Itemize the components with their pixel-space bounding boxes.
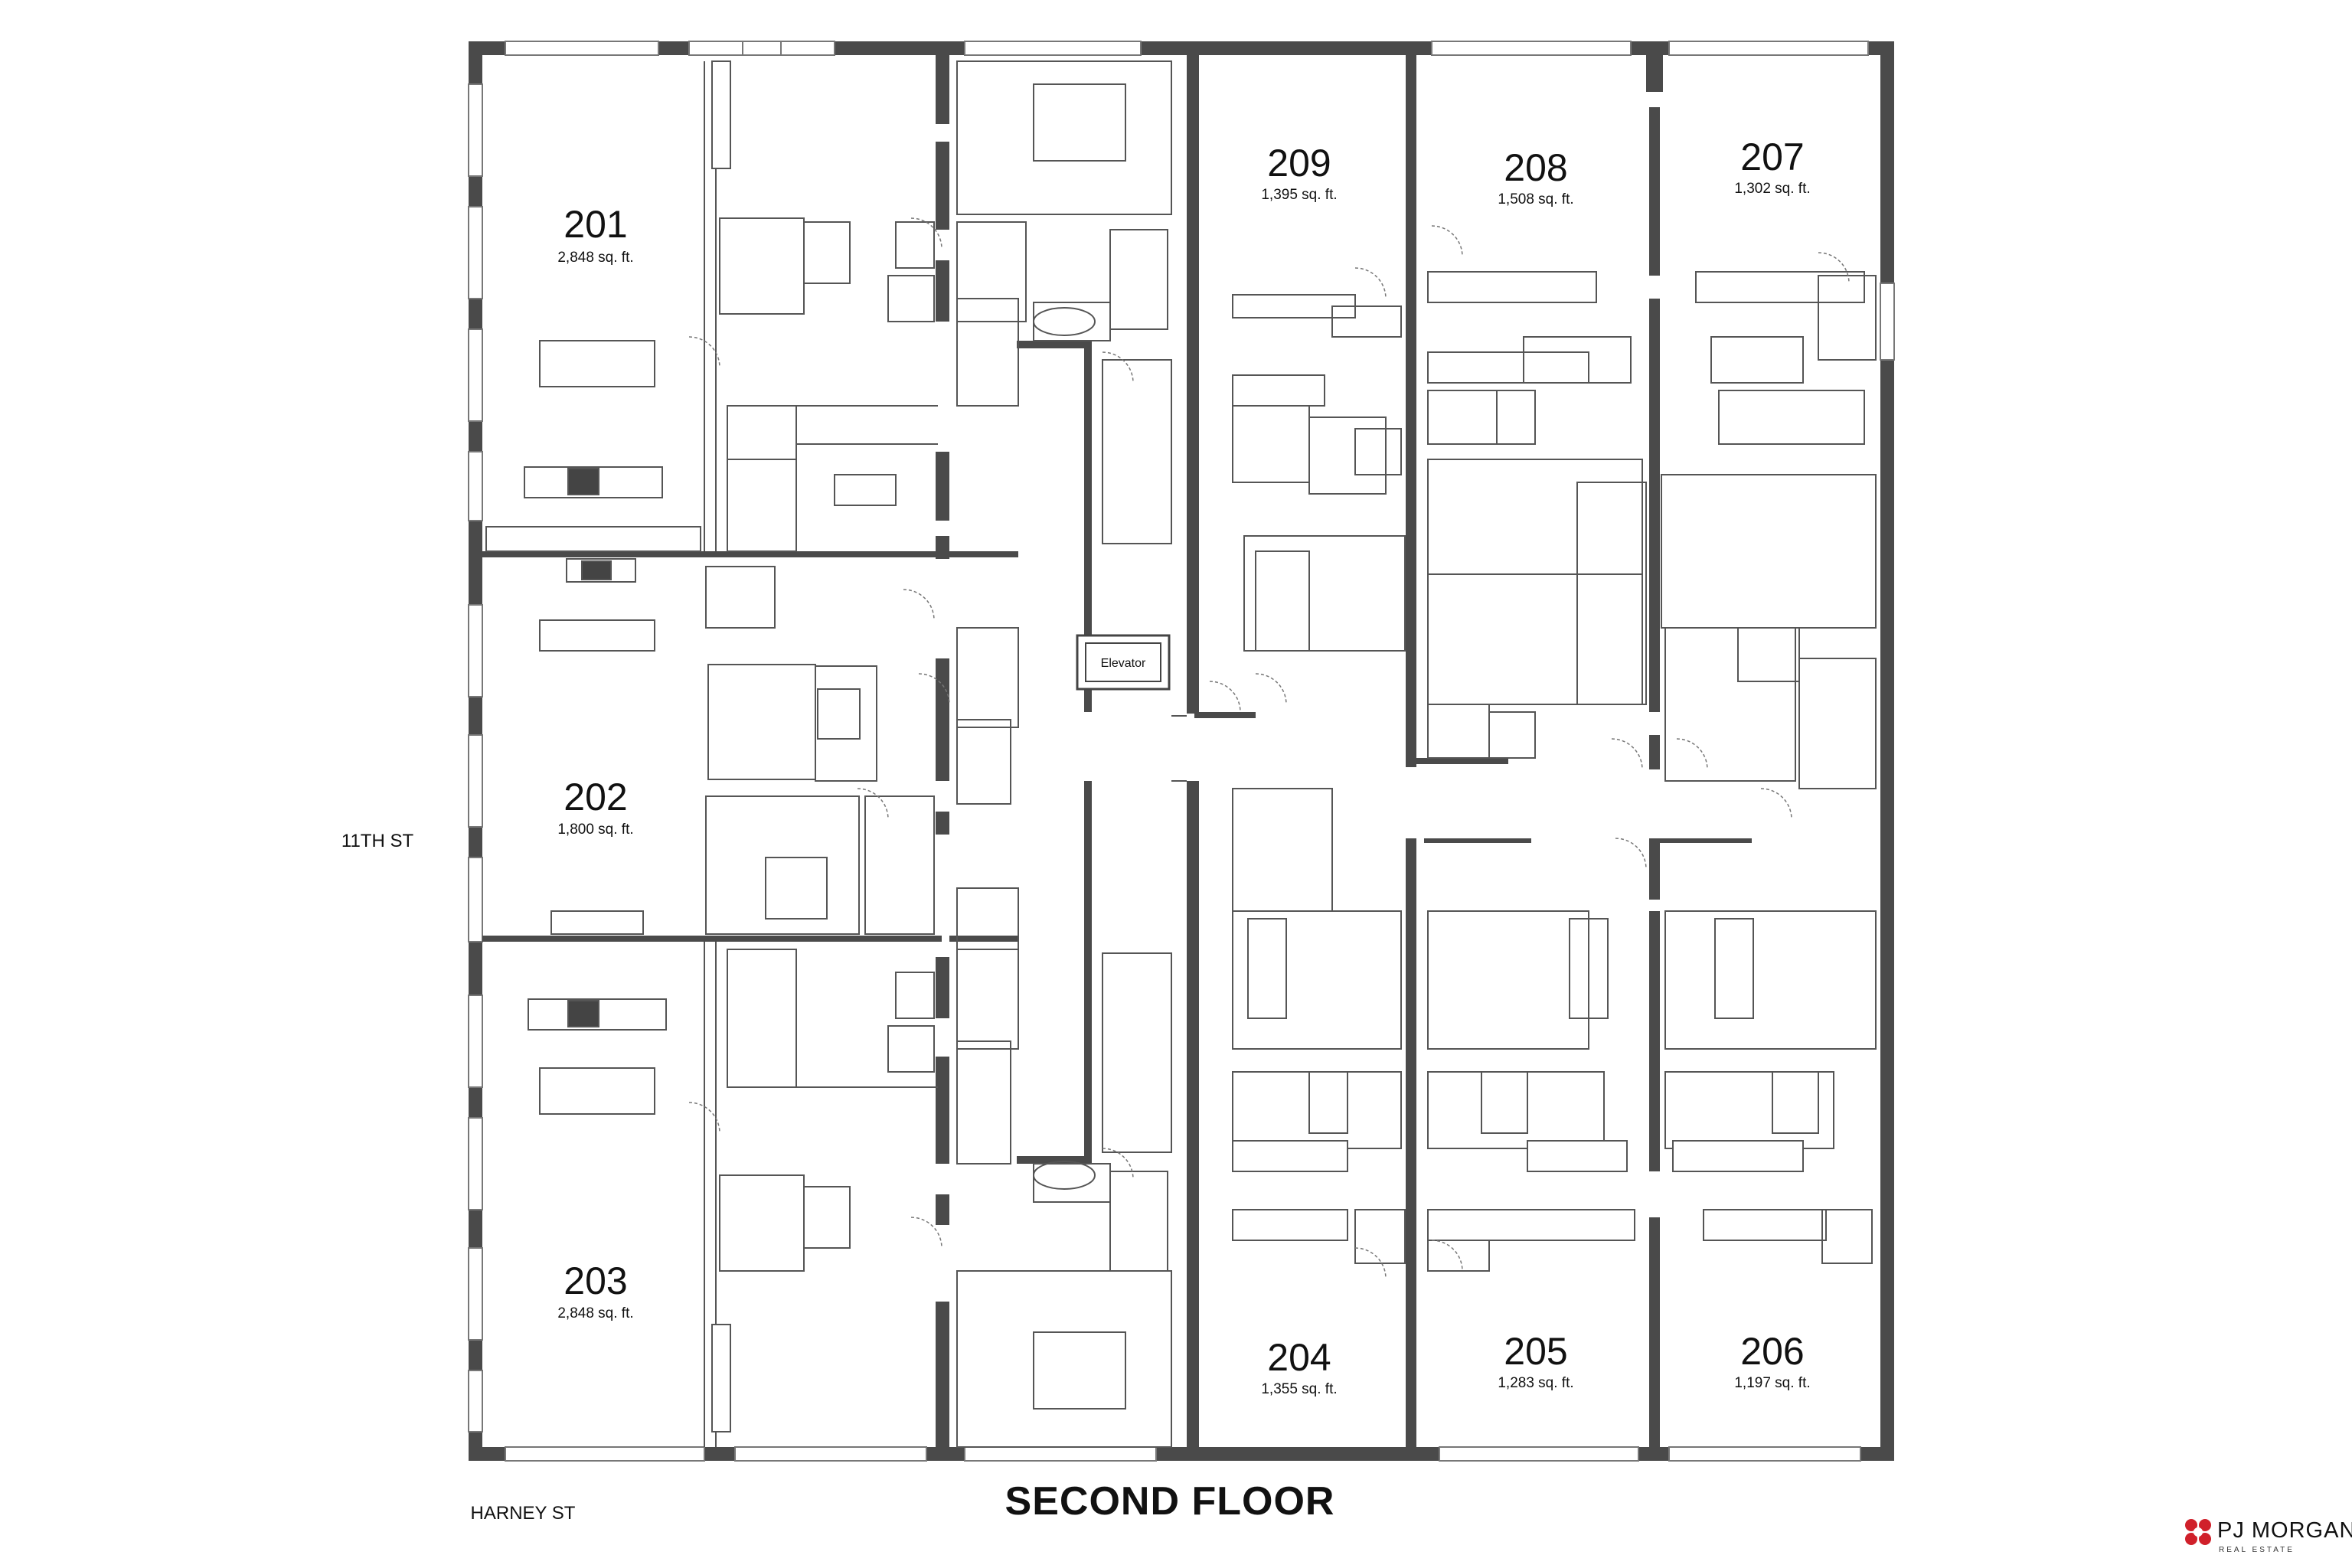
unit-208-area: 1,508 sq. ft. — [1498, 191, 1573, 207]
unit-209-number: 209 — [1267, 142, 1331, 185]
brand-logo: PJ MORGAN REAL ESTATE — [2185, 1518, 2352, 1554]
unit-206-number: 206 — [1740, 1330, 1804, 1373]
unit-207-number: 207 — [1740, 136, 1804, 178]
unit-204-label: 204 1,355 sq. ft. — [1261, 1336, 1337, 1397]
unit-207-area: 1,302 sq. ft. — [1734, 181, 1810, 197]
unit-205-area: 1,283 sq. ft. — [1498, 1375, 1573, 1391]
unit-201-number: 201 — [564, 203, 627, 246]
unit-208-number: 208 — [1504, 146, 1567, 189]
brand-name: PJ MORGAN — [2217, 1518, 2352, 1543]
exterior-windows — [468, 41, 1895, 1462]
door-swings — [688, 217, 1850, 1279]
interior-walls — [482, 55, 1752, 1447]
unit-208-label: 208 1,508 sq. ft. — [1498, 146, 1573, 207]
unit-201-area: 2,848 sq. ft. — [557, 250, 633, 266]
elevator-label: Elevator — [1101, 657, 1146, 670]
unit-203-area: 2,848 sq. ft. — [557, 1305, 633, 1321]
unit-labels: 201 2,848 sq. ft. 202 1,800 sq. ft. 203 … — [557, 136, 1810, 1397]
unit-209-label: 209 1,395 sq. ft. — [1261, 142, 1337, 203]
room-linework — [485, 60, 1877, 1448]
street-label-bottom: HARNEY ST — [471, 1503, 576, 1524]
brand-tagline: REAL ESTATE — [2219, 1546, 2295, 1554]
floor-title: SECOND FLOOR — [1005, 1479, 1335, 1524]
unit-204-number: 204 — [1267, 1336, 1331, 1379]
unit-206-area: 1,197 sq. ft. — [1734, 1375, 1810, 1391]
pj-morgan-logo-icon — [2185, 1519, 2211, 1545]
unit-204-area: 1,355 sq. ft. — [1261, 1381, 1337, 1397]
exterior-walls — [469, 41, 1894, 1461]
unit-206-label: 206 1,197 sq. ft. — [1734, 1330, 1810, 1391]
unit-202-area: 1,800 sq. ft. — [557, 822, 633, 838]
unit-205-label: 205 1,283 sq. ft. — [1498, 1330, 1573, 1391]
unit-207-label: 207 1,302 sq. ft. — [1734, 136, 1810, 197]
unit-209-area: 1,395 sq. ft. — [1261, 187, 1337, 203]
unit-202-label: 202 1,800 sq. ft. — [557, 776, 633, 838]
unit-201-label: 201 2,848 sq. ft. — [557, 203, 633, 266]
unit-203-number: 203 — [564, 1259, 627, 1302]
unit-205-number: 205 — [1504, 1330, 1567, 1373]
street-label-side: 11TH ST — [341, 831, 414, 851]
unit-203-label: 203 2,848 sq. ft. — [557, 1259, 633, 1321]
unit-202-number: 202 — [564, 776, 627, 818]
